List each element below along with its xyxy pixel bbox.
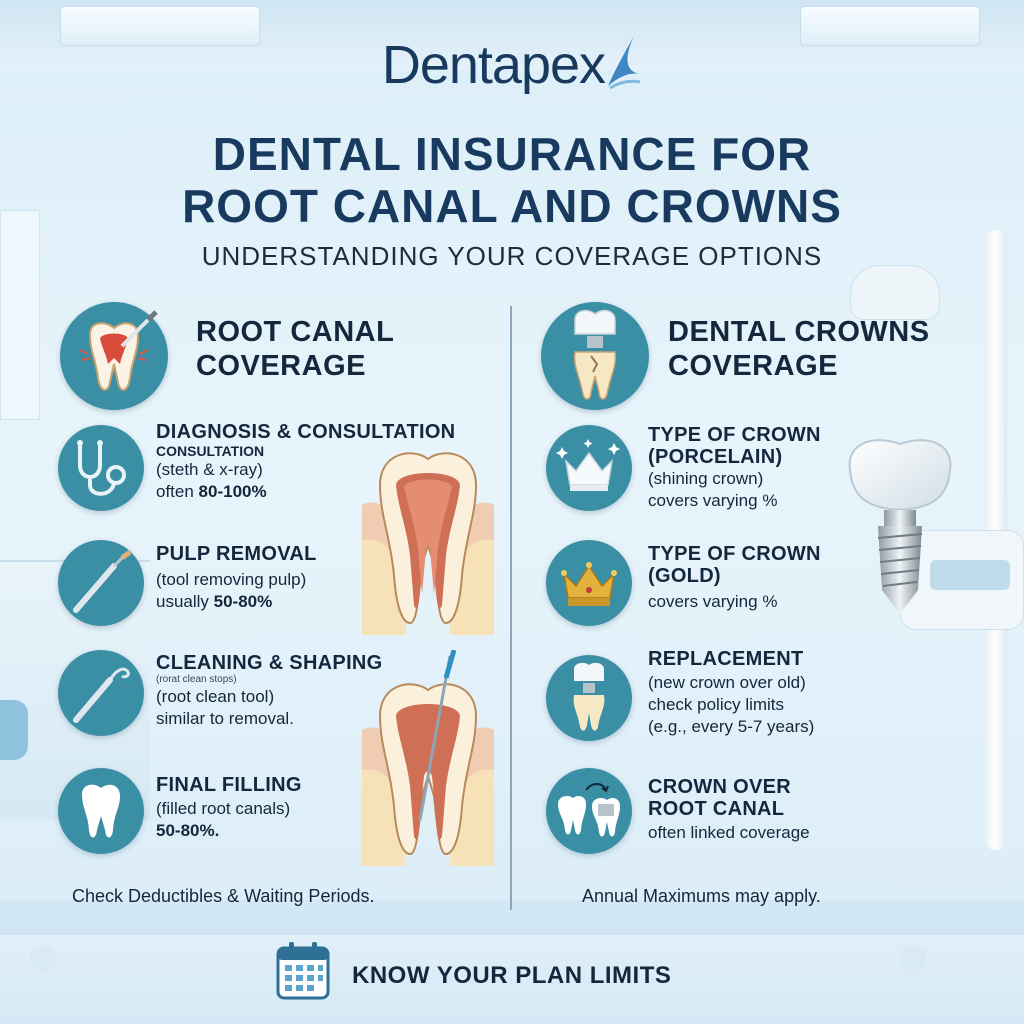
- porcelain-title-2: (PORCELAIN): [648, 446, 783, 468]
- root-canal-tooth-icon: [60, 302, 168, 410]
- gold-title: TYPE OF CROWN: [648, 543, 821, 565]
- crowns-heading: DENTAL CROWNS COVERAGE: [668, 315, 930, 383]
- diagnosis-detail: (steth & x-ray): [156, 460, 263, 479]
- ceiling-light: [60, 6, 260, 46]
- diagnosis-sub: CONSULTATION: [156, 443, 265, 459]
- root-canal-heading: ROOT CANAL COVERAGE: [196, 315, 394, 383]
- pulp-removal-detail: (tool removing pulp): [156, 570, 307, 589]
- porcelain-title: TYPE OF CROWN: [648, 424, 821, 446]
- porcelain-crown-icon: [546, 425, 632, 511]
- pulp-removal-title: PULP REMOVAL: [156, 543, 317, 565]
- crown-over-root-icon: [546, 768, 632, 854]
- dental-implant-illustration: [848, 439, 952, 614]
- page-title: DENTAL INSURANCE FOR ROOT CANAL AND CROW…: [0, 128, 1024, 232]
- tooth-icon: [58, 768, 144, 854]
- cleaning-title: CLEANING & SHAPING: [156, 652, 383, 674]
- column-divider: [510, 306, 512, 910]
- diagnosis-title: DIAGNOSIS & CONSULTATION: [156, 421, 456, 443]
- title-line-1: DENTAL INSURANCE FOR: [212, 128, 812, 180]
- gold-crown-icon: [546, 540, 632, 626]
- ceiling-light: [800, 6, 980, 46]
- crowns-heading-line2: COVERAGE: [668, 350, 838, 382]
- tooth-cross-section-illustration: [362, 452, 494, 635]
- wall-cabinet: [0, 210, 40, 420]
- calendar-icon: [276, 942, 330, 1000]
- banner-text: KNOW YOUR PLAN LIMITS: [352, 962, 672, 989]
- crown-over-root-coverage: often linked coverage: [648, 823, 810, 842]
- pulp-removal-coverage: usually 50-80%: [156, 592, 273, 611]
- final-filling-item: FINAL FILLING (filled root canals) 50-80…: [156, 774, 396, 842]
- dental-probe-icon: [58, 540, 144, 626]
- page-subtitle: UNDERSTANDING YOUR COVERAGE OPTIONS: [201, 241, 823, 271]
- cleaning-item: CLEANING & SHAPING (rorat clean stops) (…: [156, 652, 416, 730]
- replacement-frequency: (e.g., every 5-7 years): [648, 717, 815, 736]
- brand-name: Dentapex: [381, 35, 606, 95]
- brand-logo: Dentapex: [0, 34, 1024, 96]
- title-line-2: ROOT CANAL AND CROWNS: [182, 180, 842, 232]
- crown-over-root-title: CROWN OVER: [648, 776, 791, 798]
- pulp-removal-item: PULP REMOVAL (tool removing pulp) usuall…: [156, 543, 396, 613]
- replacement-crown-icon: [546, 655, 632, 741]
- bottom-banner: [0, 935, 1024, 1024]
- console-screen: [930, 560, 1010, 590]
- crown-tooth-icon: [541, 302, 649, 410]
- scaler-tool-icon: [58, 650, 144, 736]
- final-filling-title: FINAL FILLING: [156, 774, 302, 796]
- gold-crown-item: TYPE OF CROWN (GOLD) covers varying %: [648, 543, 848, 613]
- swoosh-icon: [608, 36, 641, 90]
- crowns-heading-line1: DENTAL CROWNS: [668, 316, 930, 348]
- porcelain-coverage: covers varying %: [648, 491, 778, 510]
- final-filling-detail: (filled root canals): [156, 799, 291, 818]
- root-canal-heading-line2: COVERAGE: [196, 350, 366, 382]
- root-canal-heading-line1: ROOT CANAL: [196, 316, 395, 348]
- root-canal-file-illustration: [362, 650, 494, 866]
- replacement-title: REPLACEMENT: [648, 648, 804, 670]
- diagnosis-item: DIAGNOSIS & CONSULTATION CONSULTATION (s…: [156, 421, 506, 503]
- replacement-detail: (new crown over old): [648, 673, 806, 692]
- crown-over-root-title-2: ROOT CANAL: [648, 798, 785, 820]
- right-footnote: Annual Maximums may apply.: [582, 886, 821, 906]
- dental-lamp: [850, 265, 940, 320]
- cleaning-detail: (root clean tool): [156, 687, 275, 706]
- porcelain-crown-item: TYPE OF CROWN (PORCELAIN) (shining crown…: [648, 424, 848, 512]
- left-footnote: Check Deductibles & Waiting Periods.: [72, 886, 375, 906]
- crown-over-root-item: CROWN OVER ROOT CANAL often linked cover…: [648, 776, 888, 844]
- replacement-item: REPLACEMENT (new crown over old) check p…: [648, 648, 878, 738]
- replacement-policy: check policy limits: [648, 695, 785, 714]
- porcelain-detail: (shining crown): [648, 469, 764, 488]
- final-filling-coverage: 50-80%.: [156, 821, 220, 840]
- cleaning-coverage: similar to removal.: [156, 709, 294, 728]
- diagnosis-coverage: often 80-100%: [156, 482, 267, 501]
- stethoscope-icon: [58, 425, 144, 511]
- gold-coverage: covers varying %: [648, 592, 778, 611]
- cleaning-tiny-note: (rorat clean stops): [156, 674, 237, 685]
- gold-title-2: (GOLD): [648, 565, 721, 587]
- chair-cushion: [0, 700, 28, 760]
